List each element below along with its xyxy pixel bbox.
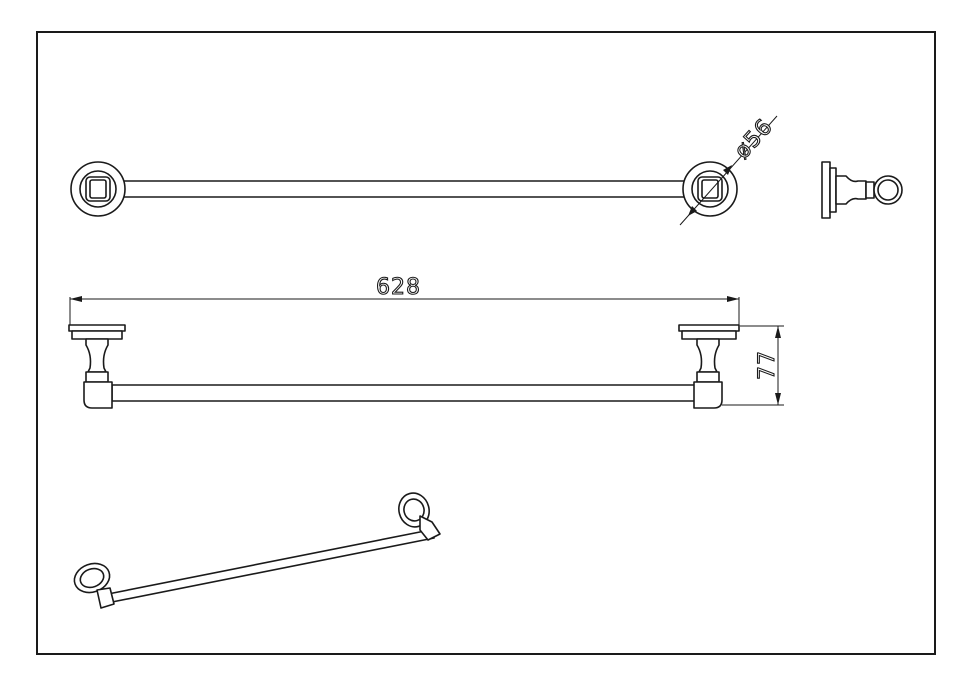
left-rosette-iso (73, 562, 115, 609)
left-bracket-front (68, 324, 126, 409)
right-rosette-iso (398, 492, 441, 541)
isometric-view (73, 492, 441, 609)
depth-dimension: 77 (722, 325, 784, 406)
left-rosette-top (70, 161, 126, 217)
side-view (821, 161, 903, 219)
right-bracket-front (678, 324, 740, 409)
drawing-frame (36, 31, 936, 655)
length-label: 628 (376, 275, 421, 300)
diameter-label: ø56 (730, 114, 778, 164)
top-view: ø56 (70, 114, 779, 226)
front-view: 628 77 (68, 274, 784, 409)
length-dimension: 628 (69, 274, 740, 328)
depth-label: 77 (755, 350, 780, 380)
